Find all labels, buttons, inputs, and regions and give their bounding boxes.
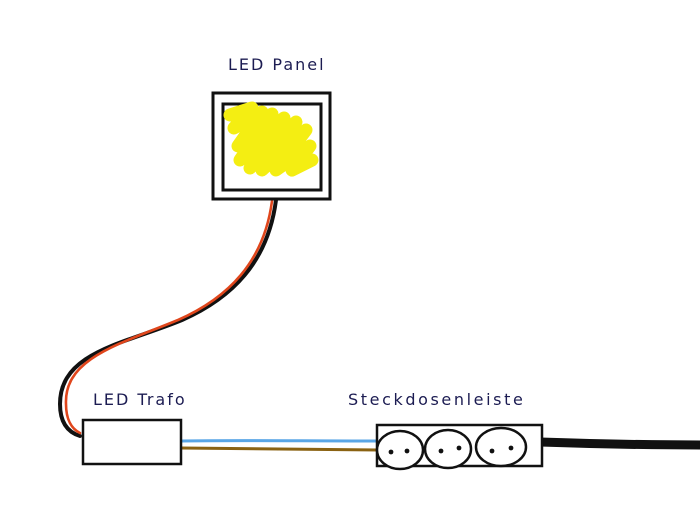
led-trafo-label: LED Trafo bbox=[93, 390, 187, 409]
wire-brown bbox=[179, 446, 380, 452]
socket-1 bbox=[375, 429, 425, 471]
led-panel-label: LED Panel bbox=[228, 55, 326, 74]
panel-to-trafo-cable bbox=[57, 198, 278, 438]
led-panel-light-fill bbox=[223, 101, 319, 177]
socket-2-hole-left bbox=[438, 448, 444, 454]
socket-3 bbox=[474, 426, 528, 468]
wire-red-panel bbox=[64, 199, 274, 435]
socket-1-hole-left bbox=[388, 449, 394, 455]
power-strip-label: Steckdosenleiste bbox=[348, 390, 526, 409]
socket-2-hole-right bbox=[456, 445, 462, 451]
led-panel bbox=[211, 91, 332, 201]
socket-2-outline bbox=[423, 428, 473, 470]
socket-2 bbox=[423, 428, 473, 470]
power-strip bbox=[375, 423, 544, 471]
socket-1-outline bbox=[375, 429, 425, 471]
trafo-to-strip-wires bbox=[179, 439, 380, 452]
socket-1-hole-right bbox=[404, 448, 410, 454]
socket-3-outline bbox=[474, 426, 528, 468]
mains-cable bbox=[535, 437, 700, 450]
led-trafo-box bbox=[81, 418, 183, 466]
socket-3-hole-right bbox=[508, 445, 514, 451]
socket-3-hole-left bbox=[489, 448, 495, 454]
